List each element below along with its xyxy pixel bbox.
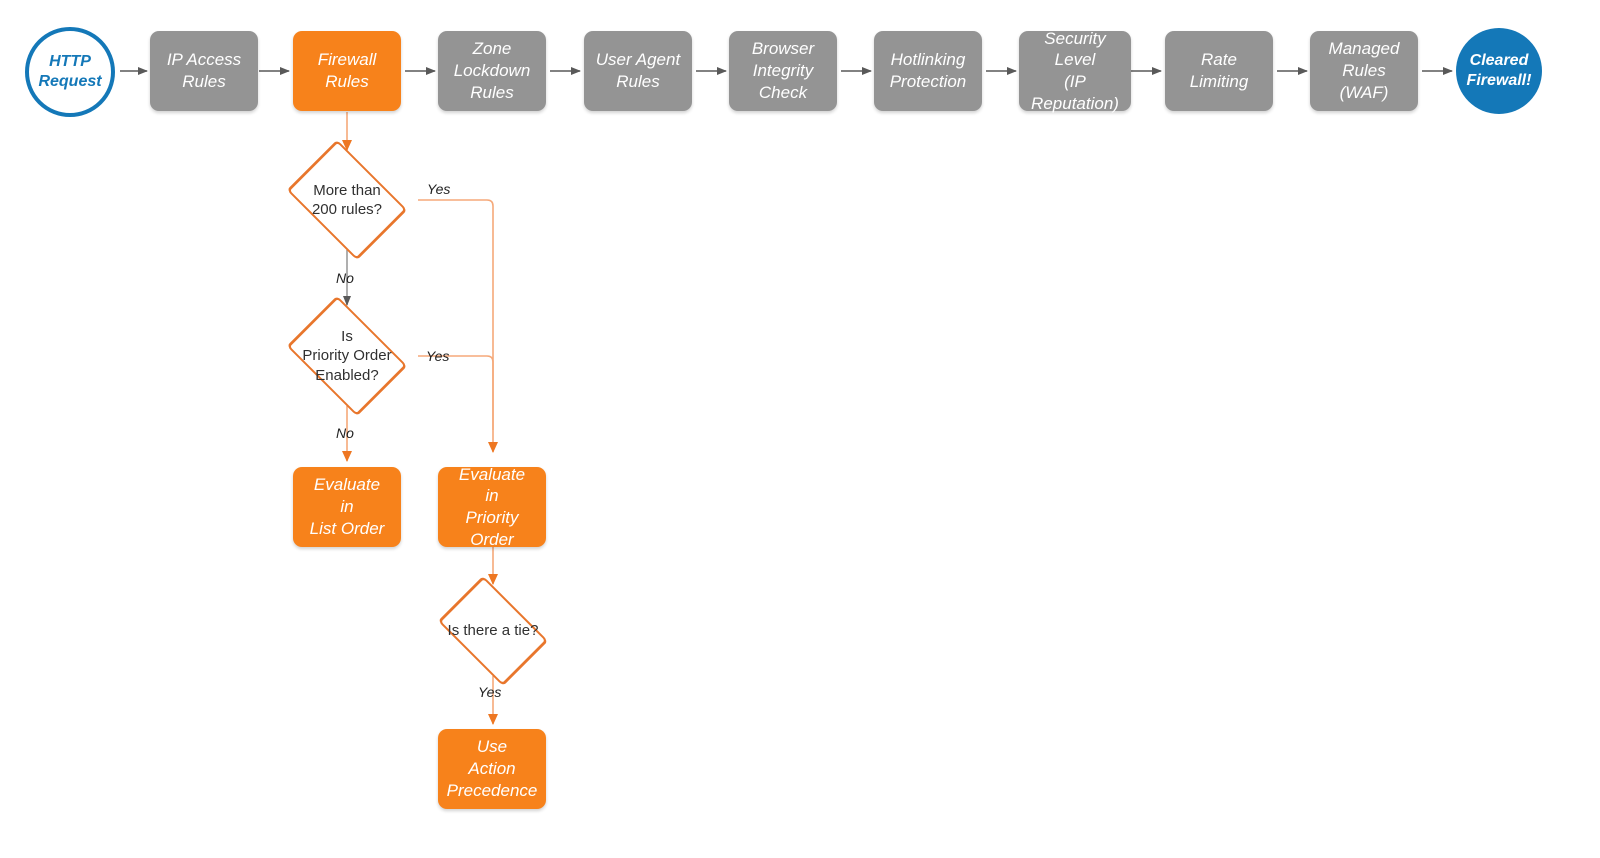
node-hotlinking-protection-label: Hotlinking Protection: [889, 50, 967, 91]
edge-d2-yes-to-priority-order: [418, 355, 494, 430]
node-browser-integrity-check[interactable]: Browser Integrity Check: [729, 31, 837, 111]
edge-label-d3-yes: Yes: [478, 684, 502, 700]
decision-more-than-200-rules[interactable]: More than 200 rules?: [277, 139, 417, 261]
node-use-action-precedence-label: Use Action Precedence: [446, 737, 538, 800]
node-ip-access-rules[interactable]: IP Access Rules: [150, 31, 258, 111]
node-user-agent-rules-label: User Agent Rules: [595, 50, 681, 91]
node-zone-lockdown-rules-label: Zone Lockdown Rules: [453, 39, 531, 102]
decision-more-than-200-rules-label: More than 200 rules?: [311, 181, 383, 219]
decision-is-there-a-tie[interactable]: Is there a tie?: [428, 575, 558, 687]
node-evaluate-in-priority-order[interactable]: Evaluate in Priority Order: [438, 465, 546, 549]
node-http-request-label: HTTP Request: [38, 53, 102, 90]
node-zone-lockdown-rules[interactable]: Zone Lockdown Rules: [438, 31, 546, 111]
node-security-level[interactable]: Security Level (IP Reputation): [1019, 29, 1131, 113]
node-firewall-rules[interactable]: Firewall Rules: [293, 31, 401, 111]
node-rate-limiting[interactable]: Rate Limiting: [1165, 31, 1273, 111]
node-http-request[interactable]: HTTP Request: [25, 27, 115, 117]
decision-is-priority-order-enabled[interactable]: Is Priority Order Enabled?: [277, 295, 417, 417]
edge-d1-yes-to-priority-order: [418, 199, 498, 453]
node-browser-integrity-check-label: Browser Integrity Check: [751, 39, 815, 102]
node-ip-access-rules-label: IP Access Rules: [166, 50, 242, 91]
node-security-level-label: Security Level (IP Reputation): [1031, 28, 1119, 113]
edge-label-d1-yes: Yes: [427, 181, 451, 197]
decision-is-there-a-tie-label: Is there a tie?: [447, 622, 539, 640]
node-hotlinking-protection[interactable]: Hotlinking Protection: [874, 31, 982, 111]
node-evaluate-in-list-order-label: Evaluate in List Order: [309, 475, 385, 538]
node-cleared-firewall[interactable]: Cleared Firewall!: [1456, 28, 1542, 114]
node-user-agent-rules[interactable]: User Agent Rules: [584, 31, 692, 111]
edge-label-d2-no: No: [336, 425, 354, 441]
node-use-action-precedence[interactable]: Use Action Precedence: [438, 729, 546, 809]
node-managed-rules-waf[interactable]: Managed Rules (WAF): [1310, 31, 1418, 111]
node-evaluate-in-priority-order-label: Evaluate in Priority Order: [458, 464, 526, 549]
edge-label-d2-yes: Yes: [426, 348, 450, 364]
node-rate-limiting-label: Rate Limiting: [1189, 50, 1249, 91]
decision-is-priority-order-enabled-label: Is Priority Order Enabled?: [302, 327, 392, 384]
node-managed-rules-waf-label: Managed Rules (WAF): [1328, 39, 1400, 102]
node-evaluate-in-list-order[interactable]: Evaluate in List Order: [293, 467, 401, 547]
node-firewall-rules-label: Firewall Rules: [317, 50, 377, 91]
node-cleared-firewall-label: Cleared Firewall!: [1466, 52, 1532, 89]
edge-label-d1-no: No: [336, 270, 354, 286]
